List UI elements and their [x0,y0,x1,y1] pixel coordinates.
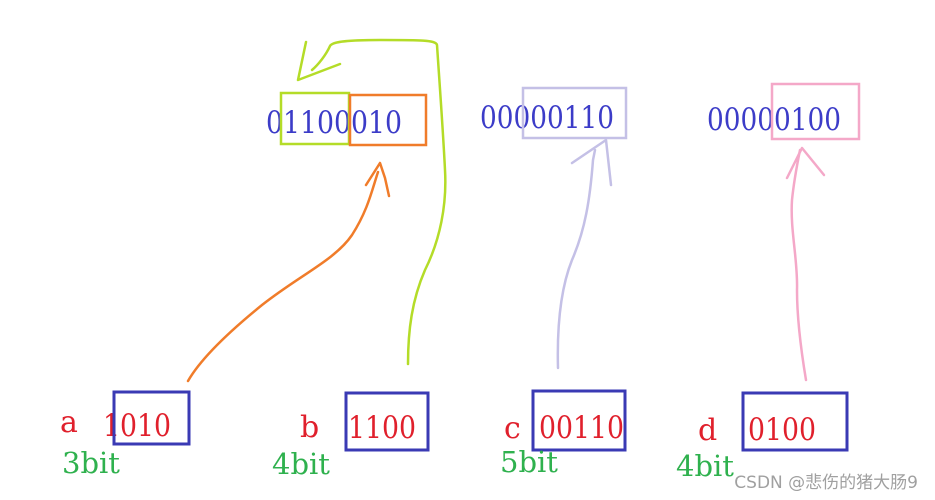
var-c-bits: 5bit [500,445,558,479]
arrow-a-to-byte1 [186,170,380,383]
var-b-name: b [300,410,319,445]
var-c-value: 00110 [539,410,624,446]
var-b-bits: 4bit [272,447,330,481]
arrow-a-head [364,161,391,198]
highlight-box-d-bits [770,82,861,141]
arrow-d-head [785,146,826,180]
arrow-b-head [296,40,342,82]
watermark: CSDN @悲伤的猪大肠9 [734,473,918,493]
arrow-b-to-byte1 [310,38,447,366]
var-d-bits: 4bit [676,449,734,483]
arrow-c-to-byte2 [556,148,597,370]
memory-byte-3: 00000100 [707,102,841,138]
var-b-box [344,391,430,452]
arrow-d-to-byte3 [790,148,808,382]
var-d-box [741,391,849,452]
var-d-name: d [698,413,717,448]
arrow-c-head [570,138,613,187]
memory-byte-2: 00000110 [480,100,614,136]
var-b-value: 1100 [348,410,416,446]
highlight-box-a-bits [348,93,428,147]
var-a-name: a [60,405,78,440]
var-c-box [531,389,627,452]
memory-byte-1: 01100010 [266,105,402,141]
var-a-box [112,390,191,446]
highlight-box-c-bits [521,86,628,140]
var-a-bits: 3bit [62,446,120,480]
var-c-name: c [504,411,521,446]
var-d-value: 0100 [748,412,816,448]
